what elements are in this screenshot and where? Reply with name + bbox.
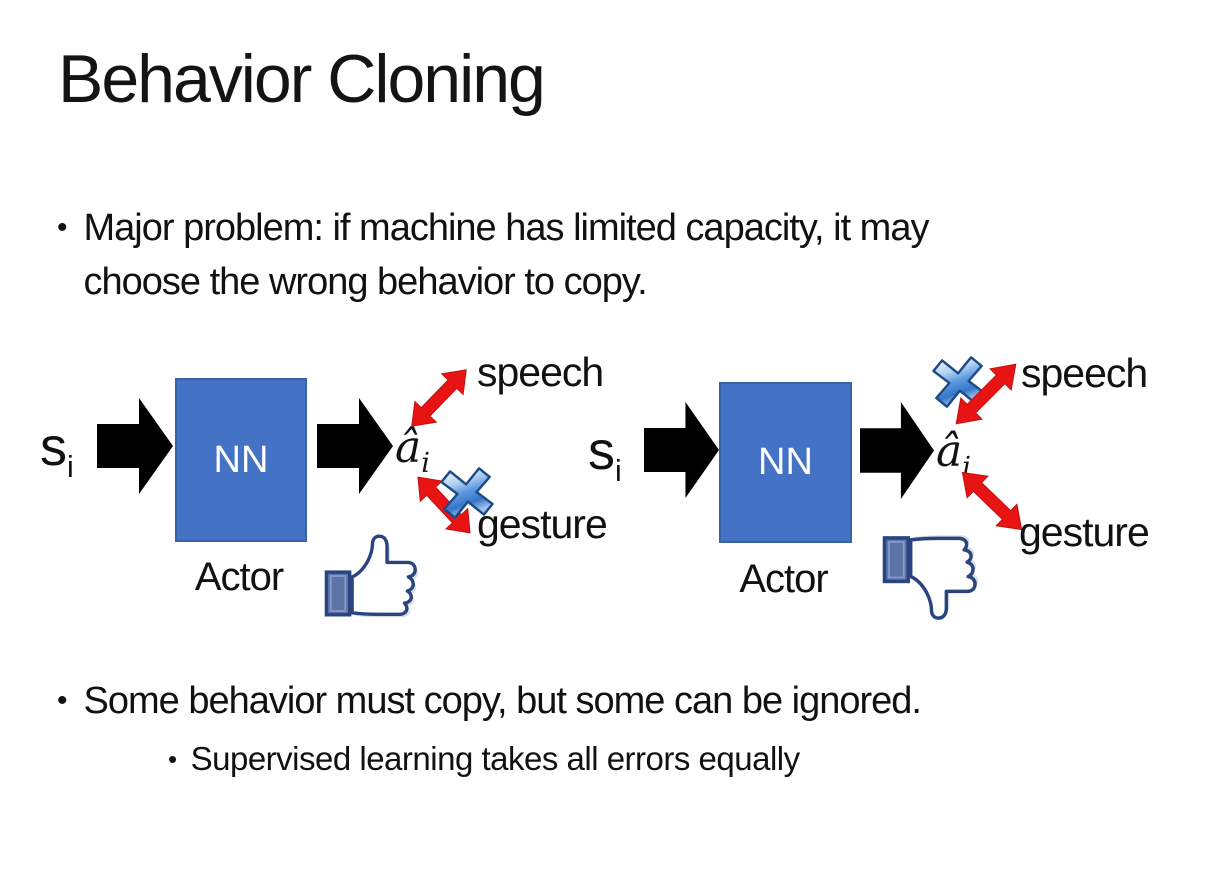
red-double-arrow-icon bbox=[399, 357, 479, 438]
predicted-action-label: âi bbox=[936, 426, 971, 483]
input-subscript: i bbox=[67, 450, 74, 484]
black-right-arrow-icon bbox=[860, 402, 934, 499]
input-subscript: i bbox=[615, 454, 622, 488]
gesture-label: gesture bbox=[1019, 509, 1150, 555]
speech-label: speech bbox=[1021, 350, 1148, 396]
nn-box: NN bbox=[719, 382, 852, 543]
blue-cross-x-icon bbox=[433, 460, 501, 526]
output-subscript: i bbox=[421, 447, 430, 479]
bullet-text-some-behavior: Some behavior must copy, but some can be… bbox=[83, 680, 922, 722]
bullet-item-some-behavior: • Some behavior must copy, but some can … bbox=[57, 674, 1177, 728]
red-double-arrow-icon bbox=[944, 352, 1029, 437]
red-double-arrow-icon bbox=[950, 460, 1034, 543]
bullet-text-major-problem: Major problem: if machine has limited ca… bbox=[83, 207, 930, 303]
input-state-label: si bbox=[40, 417, 74, 484]
output-subscript: i bbox=[962, 451, 971, 483]
black-right-arrow-icon bbox=[97, 398, 173, 494]
bullet-marker: • bbox=[57, 684, 67, 717]
nn-label: NN bbox=[758, 441, 813, 483]
sub-bullet-text-supervised: Supervised learning takes all errors equ… bbox=[190, 740, 801, 777]
actor-caption: Actor bbox=[194, 555, 284, 599]
nn-box: NN bbox=[175, 378, 307, 542]
bullet-marker: • bbox=[57, 211, 67, 244]
predicted-action-label: âi bbox=[395, 422, 430, 479]
thumbs-up-icon bbox=[323, 531, 420, 621]
bullet-marker: • bbox=[168, 744, 177, 774]
gesture-label: gesture bbox=[477, 501, 608, 547]
actor-caption: Actor bbox=[739, 557, 828, 601]
page-title: Behavior Cloning bbox=[58, 41, 546, 117]
red-double-arrow-icon bbox=[405, 465, 483, 545]
nn-label: NN bbox=[213, 438, 269, 481]
thumbs-down-icon bbox=[881, 530, 980, 625]
black-right-arrow-icon bbox=[644, 402, 719, 498]
input-state-label: si bbox=[588, 421, 622, 488]
speech-label: speech bbox=[477, 349, 604, 395]
bullet-item-major-problem: • Major problem: if machine has limited … bbox=[57, 201, 1042, 309]
black-right-arrow-icon bbox=[317, 398, 393, 494]
sub-bullet-item-supervised: • Supervised learning takes all errors e… bbox=[168, 736, 1148, 782]
